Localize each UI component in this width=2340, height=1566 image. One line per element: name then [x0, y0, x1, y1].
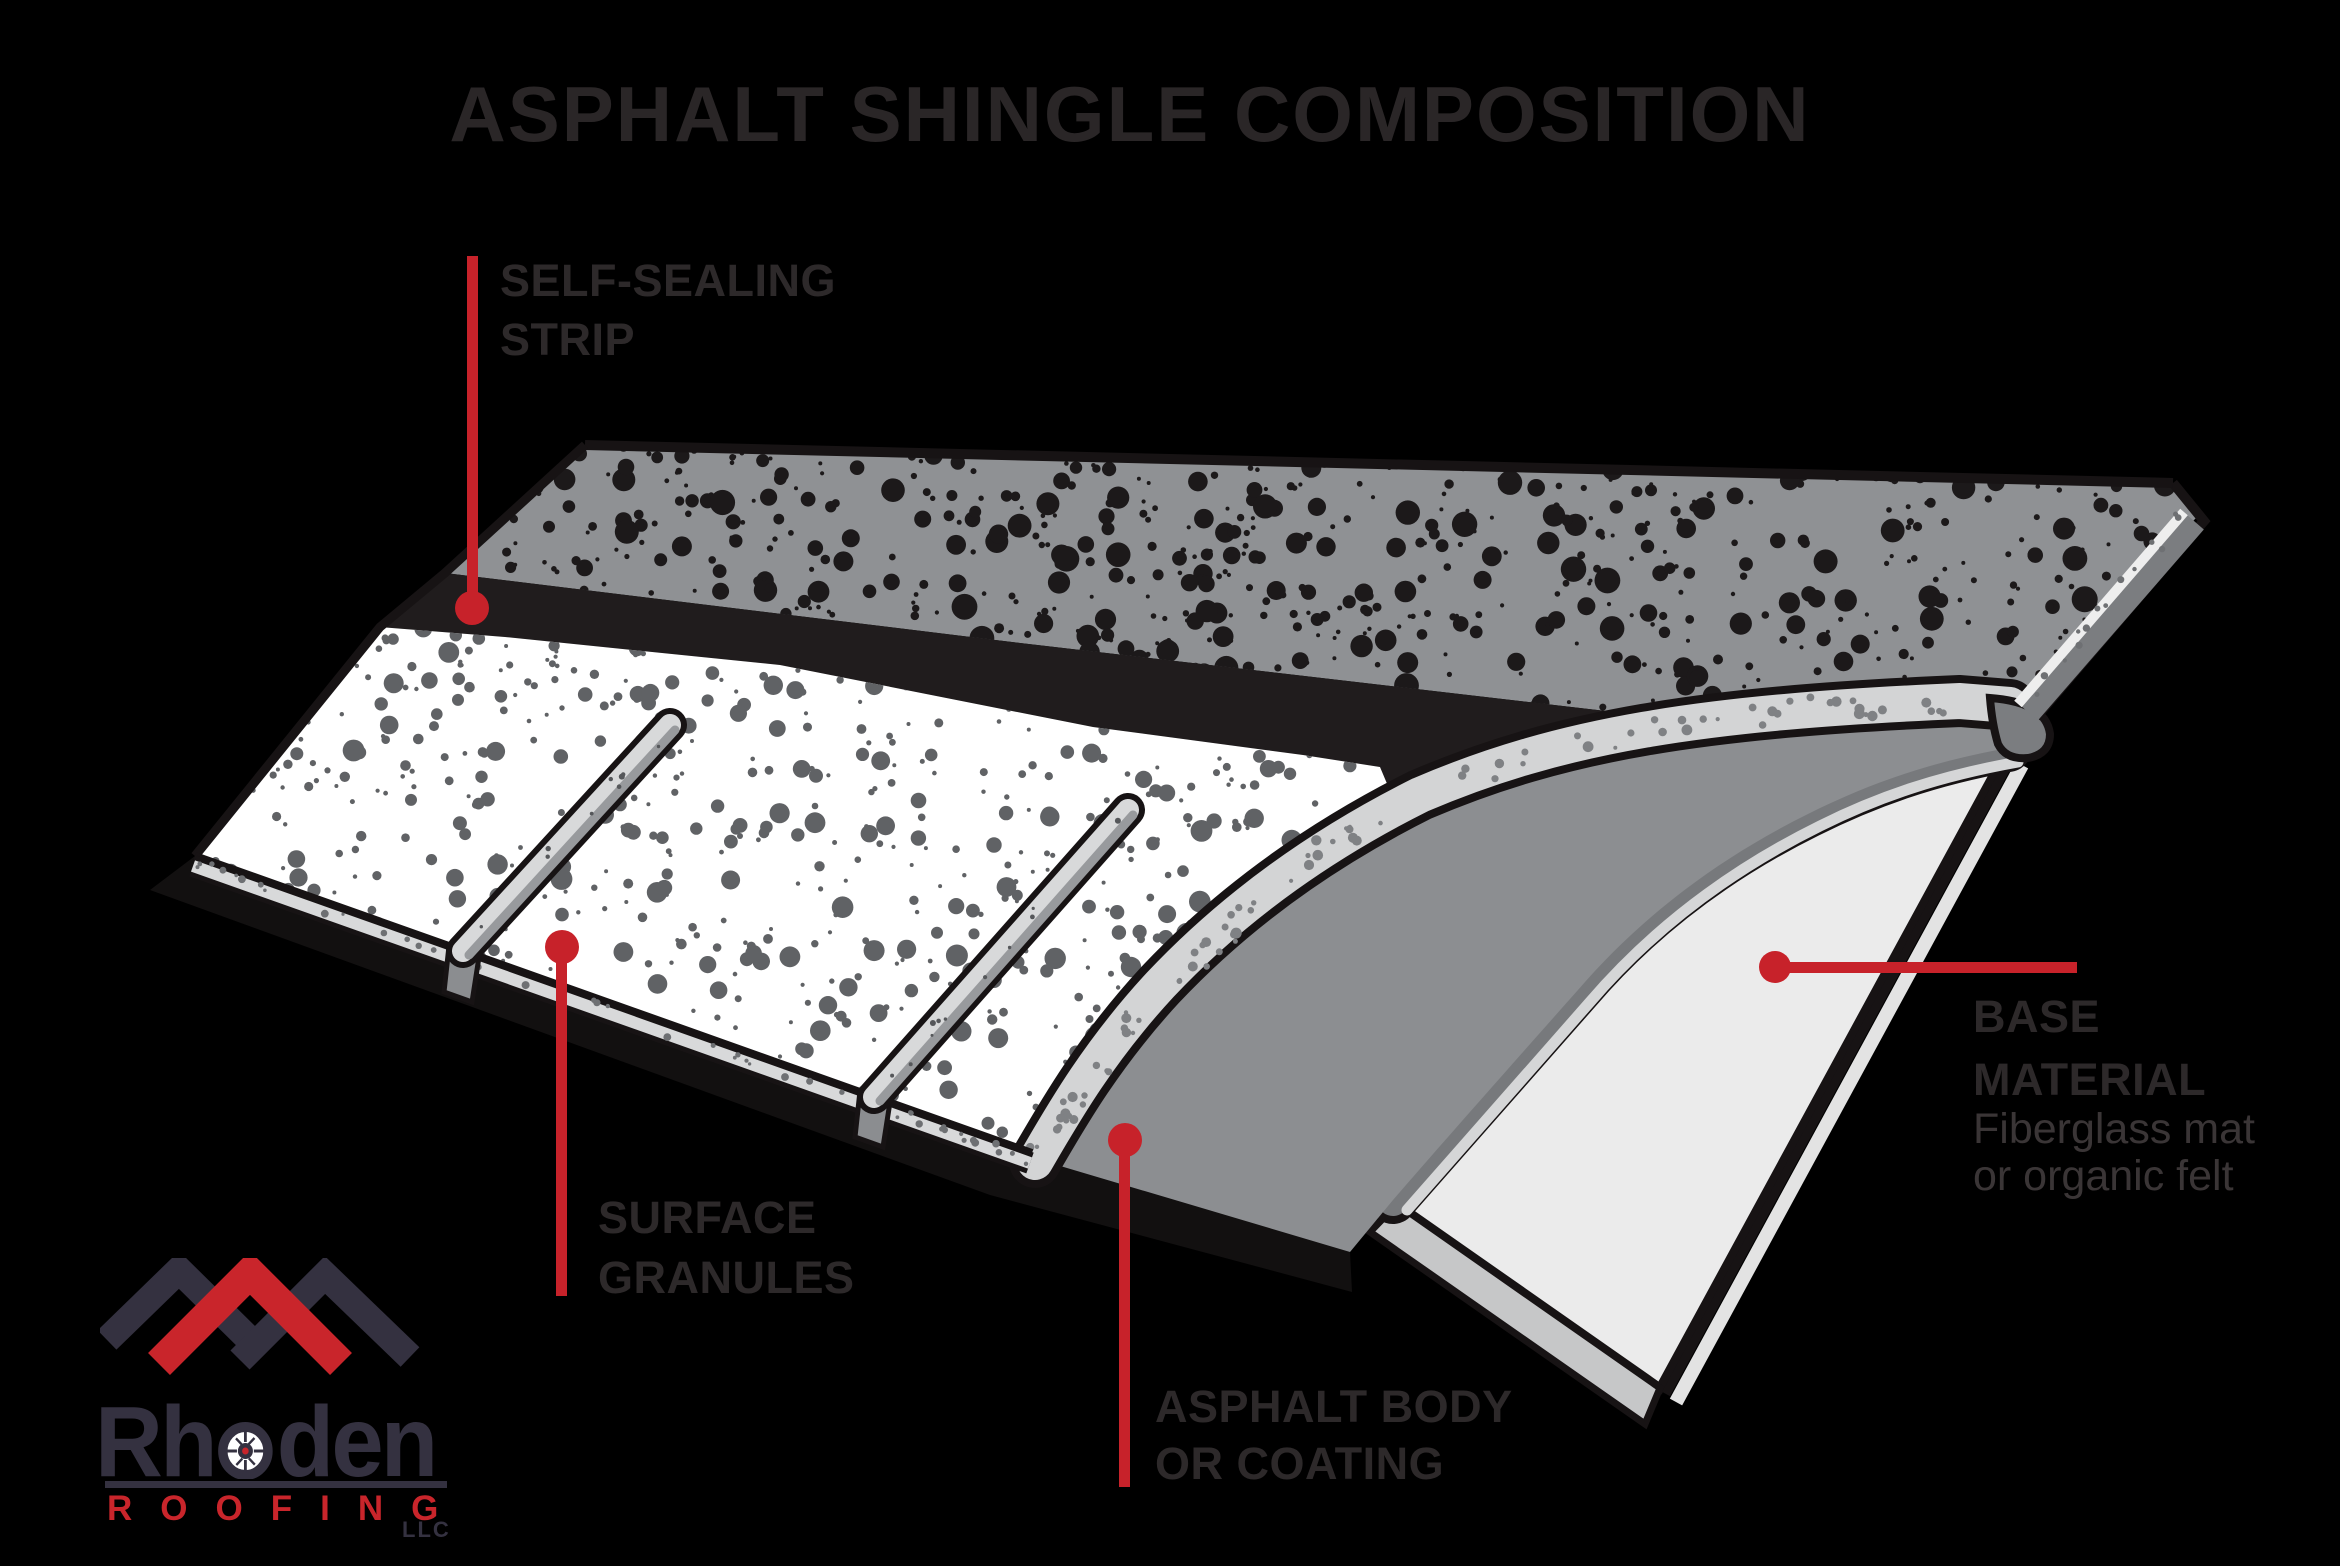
callout-dot-surface-granules [545, 930, 579, 964]
logo-name-suffix: den [276, 1386, 438, 1498]
callout-line-self-sealing [467, 256, 478, 608]
top-edge-outline [584, 440, 2174, 488]
callout-dot-self-sealing [455, 591, 489, 625]
self-sealing-strip-band [380, 573, 1657, 796]
label-line: OR COATING [1155, 1438, 1445, 1489]
granule-top-surface [445, 445, 2196, 717]
label-self-sealing-strip: SELF-SEALING STRIP [500, 251, 836, 369]
right-edge-gray-band [2018, 512, 2204, 721]
label-line: SELF-SEALING [500, 255, 837, 306]
label-asphalt-body: ASPHALT BODY OR COATING [1155, 1378, 1513, 1492]
slit-speckles [479, 744, 1121, 1078]
logo-word-roofing: ROOFING [107, 1489, 467, 1528]
base-sheet-bottom-bevel [1364, 1199, 1665, 1430]
slit-1 [441, 708, 687, 1006]
logo-divider [105, 1481, 447, 1488]
label-subline: Fiberglass mat [1973, 1105, 2255, 1153]
label-surface-granules: SURFACE GRANULES [598, 1188, 855, 1308]
label-line: MATERIAL [1973, 1054, 2207, 1105]
label-line: BASE [1973, 991, 2101, 1042]
compass-o-icon [217, 1417, 275, 1479]
logo-name: Rh den [95, 1392, 438, 1492]
label-line: GRANULES [598, 1252, 855, 1303]
base-sheet-right-edge-line [1662, 754, 2016, 1397]
label-base-material-sub: Fiberglass mat or organic felt [1973, 1106, 2255, 1200]
left-edge-outline [191, 441, 589, 859]
base-sheet-right-edge-highlight [1669, 761, 2029, 1406]
label-subline: or organic felt [1973, 1152, 2234, 1200]
label-line: STRIP [500, 314, 636, 365]
rhoden-roofing-logo: Rh den [93, 1255, 513, 1555]
slit-2 [852, 793, 1145, 1151]
callout-line-surface-granules [556, 947, 567, 1296]
label-base-material: BASE MATERIAL [1973, 985, 2206, 1111]
logo-entity-llc: LLC [402, 1517, 451, 1542]
callout-dot-asphalt-body [1108, 1123, 1142, 1157]
callout-line-asphalt-body [1119, 1140, 1130, 1487]
asphalt-body-surface [1030, 703, 2008, 1252]
callout-markers [455, 256, 2077, 1487]
roof-peaks-icon [100, 1258, 420, 1375]
callout-line-base-material [1786, 962, 2077, 973]
logo-name-prefix: Rh [95, 1386, 218, 1498]
curl-band-speckles [1026, 693, 1947, 1152]
callout-dot-base-material [1759, 951, 1791, 983]
label-line: SURFACE [598, 1192, 817, 1243]
page-title: ASPHALT SHINGLE COMPOSITION [449, 70, 1811, 158]
right-edge-speckles [2034, 511, 2182, 697]
right-edge-highlight [2014, 508, 2188, 708]
label-line: ASPHALT BODY [1155, 1381, 1513, 1432]
